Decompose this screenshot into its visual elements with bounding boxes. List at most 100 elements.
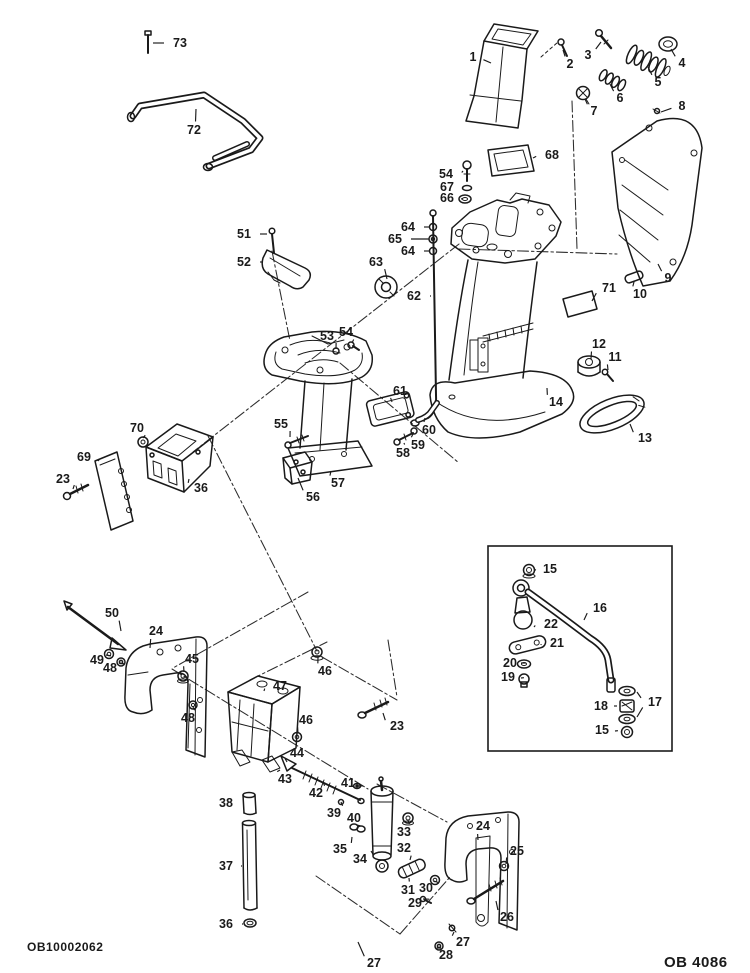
nut-45-drawing [177, 670, 189, 684]
bushing-38-drawing [242, 791, 257, 816]
part-callout-41: 41 [341, 776, 363, 790]
bolt-26-drawing [466, 877, 505, 905]
part-callout-59: 59 [410, 433, 425, 452]
part-callout-65: 65 [388, 232, 429, 246]
nut-48b-drawing [188, 700, 198, 710]
swivel-bracket-47-drawing [227, 675, 301, 773]
part-number-label: 61 [393, 384, 407, 398]
part-callout-11: 11 [606, 350, 622, 371]
leader-line [409, 855, 412, 861]
part-callout-3: 3 [585, 41, 602, 62]
part-callout-36: 36 [219, 917, 243, 931]
part-callout-9: 9 [657, 263, 672, 285]
nut-59-drawing [410, 427, 418, 435]
screw-3-drawing [594, 28, 613, 50]
leader-line [423, 417, 426, 423]
part-callout-33: 33 [397, 820, 411, 839]
part-callout-16: 16 [583, 601, 607, 621]
grommet-63-drawing [374, 275, 398, 299]
part-callout-72: 72 [187, 108, 201, 137]
leader-line [483, 59, 492, 64]
lift-handle-72-drawing [126, 91, 264, 172]
leader-line [118, 620, 122, 632]
part-callout-64: 64 [401, 220, 429, 234]
part-callout-5: 5 [647, 66, 662, 89]
part-number-label: 62 [407, 289, 421, 303]
nut-25-drawing [498, 860, 510, 872]
part-callout-31: 31 [401, 877, 415, 897]
part-callout-8: 8 [660, 99, 686, 113]
part-number-label: 54 [339, 325, 353, 339]
bolt-19-drawing [518, 673, 530, 688]
leader-line [609, 83, 615, 92]
part-callout-26: 26 [495, 900, 514, 924]
part-number-label: 57 [331, 476, 345, 490]
leader-line [636, 691, 642, 699]
part-callout-70: 70 [130, 421, 146, 439]
part-number-label: 40 [347, 811, 361, 825]
part-number-label: 13 [638, 431, 652, 445]
adapter-plate-drawing [450, 192, 562, 264]
part-callout-19: 19 [501, 670, 525, 684]
part-number-label: 19 [501, 670, 515, 684]
leader-line [370, 850, 374, 855]
part-callout-39: 39 [327, 801, 344, 820]
part-callout-63: 63 [369, 255, 388, 280]
part-number-label: 54 [439, 167, 453, 181]
leader-line [384, 269, 388, 280]
part-number-label: 55 [274, 417, 288, 431]
part-number-label: 41 [341, 776, 355, 790]
part-callout-49: 49 [90, 653, 112, 667]
part-callout-66: 66 [440, 191, 464, 205]
star-washer-7-drawing [575, 85, 591, 105]
part-callout-35: 35 [333, 836, 353, 856]
shock-absorber-34-drawing [370, 776, 394, 873]
part-callout-29: 29 [408, 896, 430, 910]
leader-line [636, 707, 644, 718]
driveshaft-housing-drawing [448, 259, 538, 381]
leader-line [670, 48, 676, 57]
part-number-label: 20 [503, 656, 517, 670]
part-number-label: 66 [440, 191, 454, 205]
part-number-label: 48 [181, 711, 195, 725]
drawing-code-left: OB10002062 [27, 940, 103, 954]
part-number-label: 31 [401, 883, 415, 897]
part-callout-1: 1 [470, 50, 492, 64]
part-callout-36: 36 [187, 478, 208, 495]
leader-line [591, 292, 597, 302]
part-number-label: 37 [219, 859, 233, 873]
part-number-label: 30 [419, 881, 433, 895]
part-number-label: 70 [130, 421, 144, 435]
spacer-18-drawing [619, 699, 635, 713]
part-number-label: 24 [149, 624, 163, 638]
part-number-label: 1 [470, 50, 477, 64]
part-callout-46: 46 [317, 656, 332, 678]
part-callout-46: 46 [297, 713, 313, 734]
part-callout-37: 37 [219, 859, 242, 873]
leader-line [382, 712, 386, 721]
leader-line [351, 339, 355, 344]
part-number-label: 72 [187, 123, 201, 137]
part-number-label: 23 [56, 472, 70, 486]
nut-70-drawing [137, 436, 149, 448]
part-number-label: 50 [105, 606, 119, 620]
part-callout-32: 32 [397, 841, 412, 861]
leader-line [263, 688, 266, 692]
part-number-label: 26 [500, 910, 514, 924]
shift-rod-62-drawing [410, 209, 438, 427]
part-number-label: 68 [545, 148, 559, 162]
part-callout-7: 7 [584, 98, 598, 118]
clip-10-drawing [624, 270, 644, 284]
part-callout-21: 21 [540, 636, 564, 650]
part-callout-71: 71 [591, 281, 616, 302]
part-number-label: 69 [77, 450, 91, 464]
spring-pin-31-drawing [397, 858, 426, 879]
stern-bracket-24-left-drawing [124, 636, 208, 758]
tilt-tube-37-drawing [241, 819, 258, 911]
nut-33-drawing [402, 812, 414, 826]
part-callout-28: 28 [436, 947, 453, 962]
leader-line [284, 758, 288, 763]
leader-line [606, 364, 609, 371]
part-callout-15: 15 [533, 562, 557, 576]
part-number-label: 58 [396, 446, 410, 460]
